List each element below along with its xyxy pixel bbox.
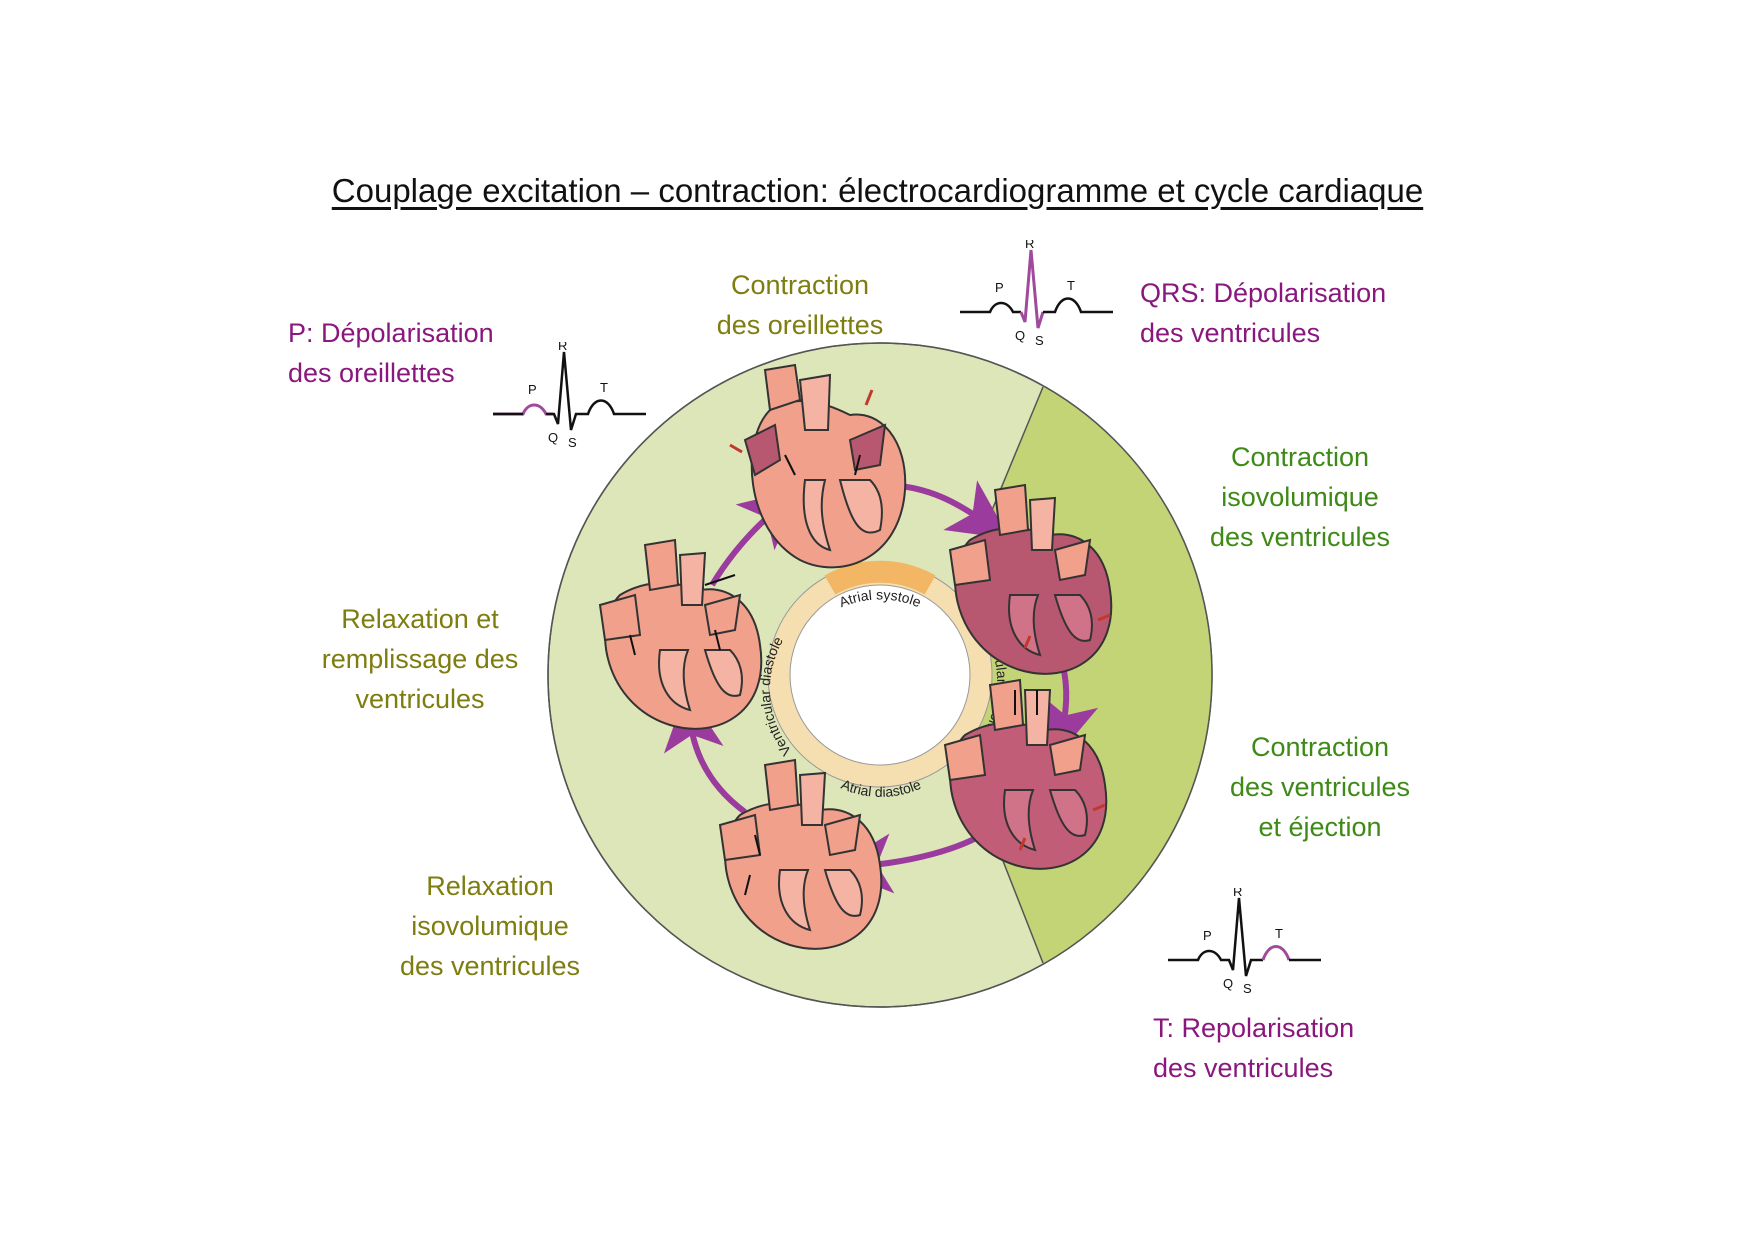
heart-ejection [943, 678, 1108, 870]
svg-text:P: P [995, 280, 1004, 295]
svg-text:R: R [1025, 240, 1034, 251]
atrial-systole-segment [824, 560, 936, 595]
heart-atrial-contraction [729, 363, 907, 569]
ring-atrial-systole: Atrial systole [837, 586, 924, 610]
svg-text:T: T [1067, 278, 1075, 293]
svg-text:R: R [558, 342, 567, 353]
heart-isovolumic-contraction [948, 483, 1113, 675]
heart-filling [598, 538, 763, 730]
label-isovolumic-relaxation: Relaxation isovolumique des ventricules [399, 871, 581, 981]
label-ejection: Contraction des ventricules et éjection [1229, 732, 1411, 842]
label-isovolumic-contraction: Contraction isovolumique des ventricules [1209, 442, 1391, 552]
svg-text:T: T [1275, 926, 1283, 941]
heart-isovolumic-relaxation [718, 758, 883, 950]
svg-text:P: P [528, 382, 537, 397]
svg-text:S: S [1035, 333, 1044, 348]
label-filling: Relaxation et remplissage des ventricule… [321, 604, 519, 714]
cycle-arrow-1 [899, 480, 1010, 539]
svg-text:R: R [1233, 888, 1242, 899]
svg-text:S: S [568, 435, 577, 450]
svg-text:P: P [1203, 928, 1212, 943]
svg-text:Q: Q [1223, 976, 1233, 991]
cycle-arrow-4 [663, 690, 747, 815]
label-qrs-depolarisation: QRS: Dépolarisation des ventricules [1140, 278, 1387, 348]
label-atrial-contraction: Contraction des oreillettes [716, 270, 884, 340]
page-title: Couplage excitation – contraction: élect… [331, 172, 1424, 209]
svg-text:S: S [1243, 981, 1252, 996]
label-t-repolarisation: T: Repolarisation des ventricules [1153, 1013, 1355, 1083]
svg-text:Q: Q [548, 430, 558, 445]
svg-text:Q: Q [1015, 328, 1025, 343]
ecg-t-wave: P R Q S T [1168, 888, 1321, 996]
svg-text:T: T [600, 380, 608, 395]
label-p-depolarisation: P: Dépolarisation des oreillettes [288, 318, 494, 388]
ecg-qrs-complex: P R Q S T [960, 240, 1113, 348]
ecg-p-wave: P R Q S T [493, 342, 646, 450]
